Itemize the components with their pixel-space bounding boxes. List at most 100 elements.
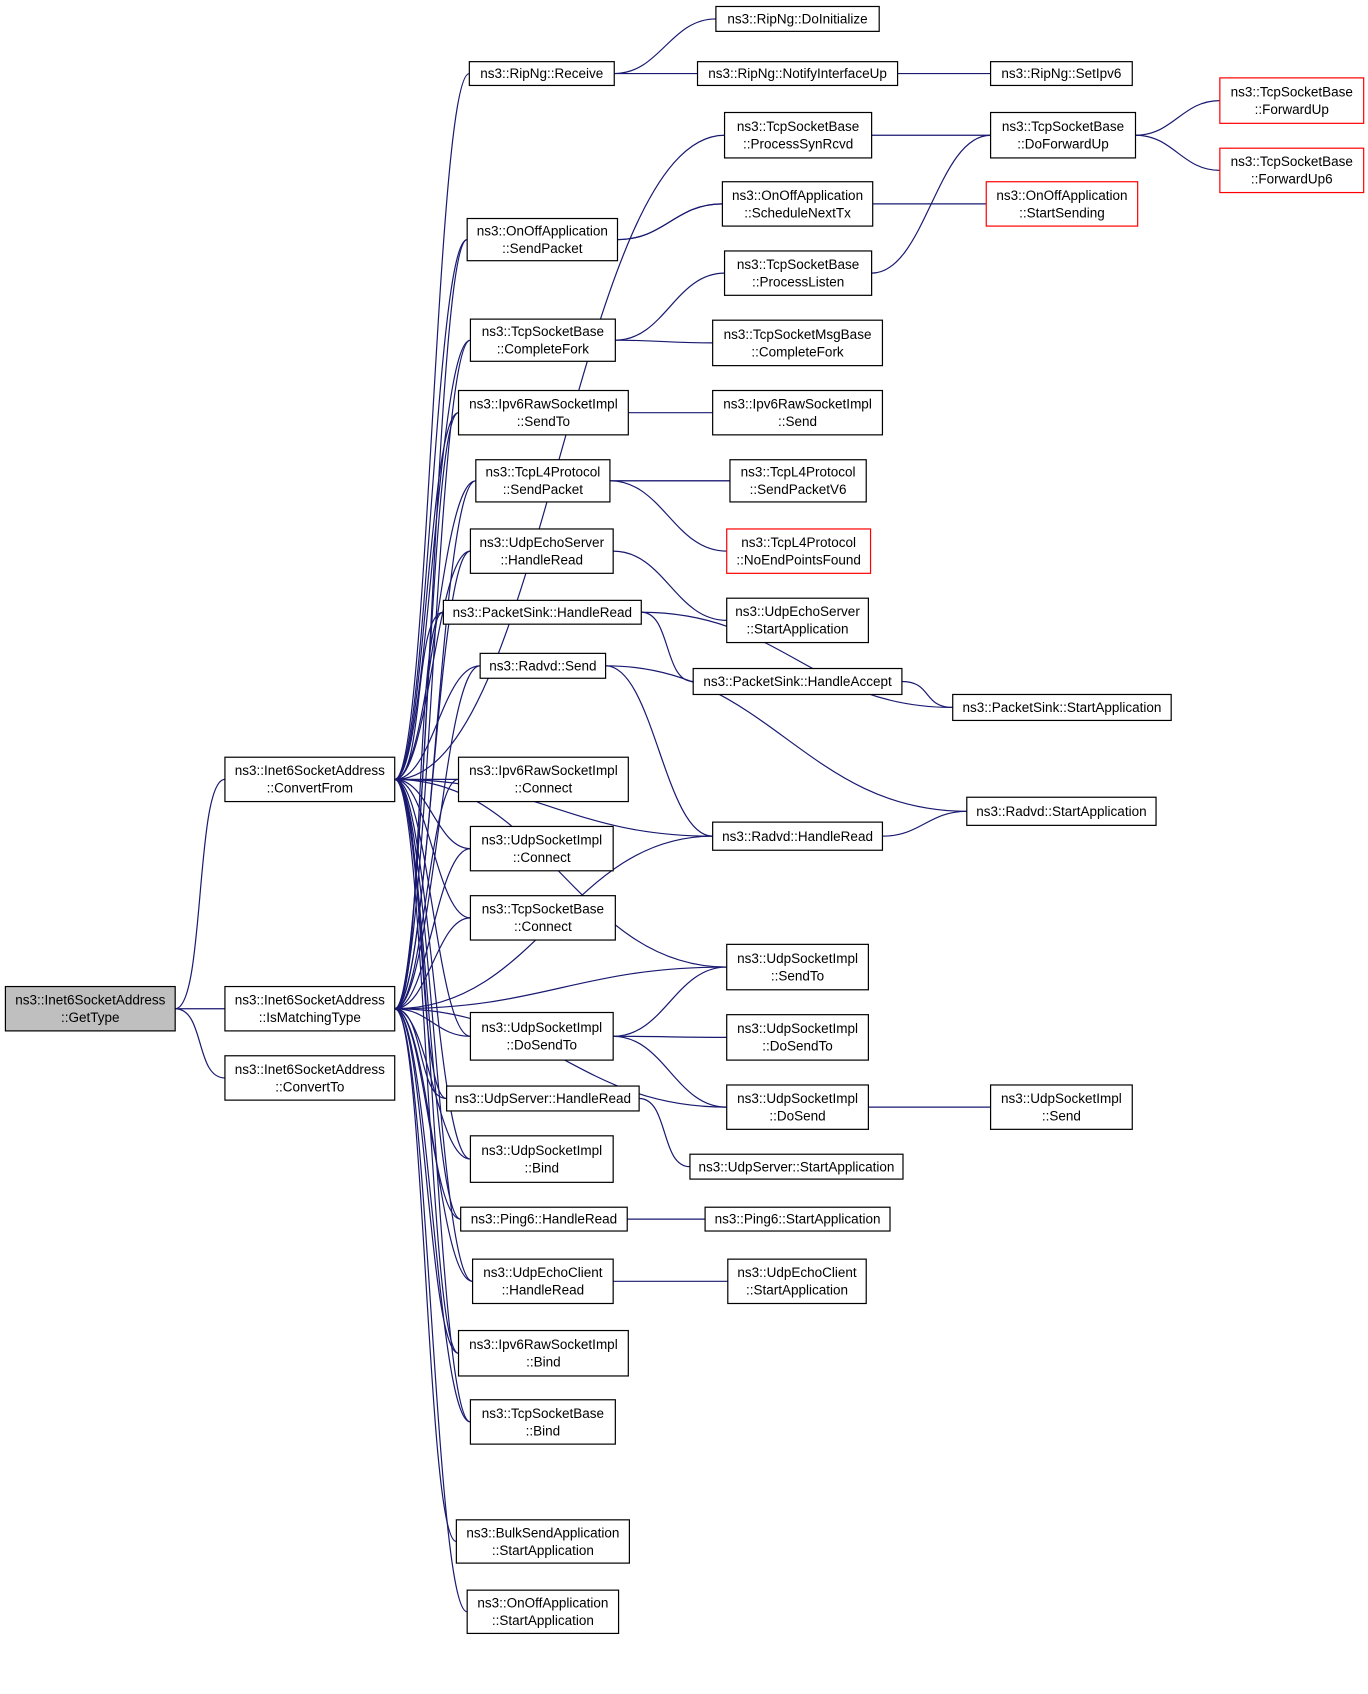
- node-ipv6raw-connect[interactable]: ns3::Ipv6RawSocketImpl::Connect: [457, 756, 629, 803]
- node-convertfrom[interactable]: ns3::Inet6SocketAddress::ConvertFrom: [224, 756, 396, 803]
- node-udpechoserver-start[interactable]: ns3::UdpEchoServer::StartApplication: [726, 597, 869, 644]
- node-onoff-start[interactable]: ns3::OnOffApplication::StartApplication: [466, 1589, 620, 1635]
- node-udpserver-handleread[interactable]: ns3::UdpServer::HandleRead: [446, 1085, 640, 1112]
- node-onoff-schedule[interactable]: ns3::OnOffApplication::ScheduleNextTx: [721, 181, 874, 227]
- edge-udpsocket-sendto-to-udpsocket-dosendto: [601, 966, 727, 1042]
- node-tcpl4-noendpoints[interactable]: ns3::TcpL4Protocol::NoEndPointsFound: [726, 528, 872, 574]
- node-label: ::DoSendTo: [507, 1038, 578, 1053]
- node-box: [446, 1085, 640, 1112]
- node-onoff-sendpacket[interactable]: ns3::OnOffApplication::SendPacket: [466, 217, 619, 262]
- node-packetsink-start[interactable]: ns3::PacketSink::StartApplication: [952, 693, 1172, 722]
- node-label: ns3::UdpEchoServer: [735, 604, 860, 619]
- node-udpsocket-connect[interactable]: ns3::UdpSocketImpl::Connect: [469, 825, 614, 872]
- node-tcp-bind[interactable]: ns3::TcpSocketBase::Bind: [469, 1399, 616, 1445]
- node-ripng-setipv6[interactable]: ns3::RipNg::SetIpv6: [989, 61, 1133, 87]
- edge-line: [613, 966, 727, 1037]
- node-convertto[interactable]: ns3::Inet6SocketAddress::ConvertTo: [224, 1055, 396, 1101]
- edge-line: [394, 778, 459, 1010]
- edge-line: [394, 1008, 471, 1423]
- node-label: ns3::RipNg::Receive: [480, 66, 603, 81]
- node-ripng-receive[interactable]: ns3::RipNg::Receive: [468, 61, 615, 87]
- edge-line: [882, 810, 967, 837]
- node-tcpl4-sendpacketv6[interactable]: ns3::TcpL4Protocol::SendPacketV6: [729, 459, 867, 503]
- node-ripng-doinit[interactable]: ns3::RipNg::DoInitialize: [715, 5, 880, 32]
- node-label: ns3::TcpSocketBase: [737, 257, 859, 272]
- node-label: ::ForwardUp6: [1251, 172, 1333, 187]
- edge-line: [615, 272, 725, 341]
- node-packetsink-accept[interactable]: ns3::PacketSink::HandleAccept: [692, 667, 903, 696]
- node-label: ::StartApplication: [747, 622, 849, 637]
- node-tcp-doforwardup[interactable]: ns3::TcpSocketBase::DoForwardUp: [989, 111, 1137, 159]
- node-tcpl4-sendpacket[interactable]: ns3::TcpL4Protocol::SendPacket: [475, 459, 611, 503]
- node-label: ::DoSend: [769, 1109, 825, 1124]
- node-label: ::Bind: [526, 1423, 561, 1438]
- node-label: ns3::TcpSocketBase: [482, 902, 604, 917]
- node-label: ::Bind: [526, 1355, 561, 1370]
- node-label: ns3::Ipv6RawSocketImpl: [469, 763, 618, 778]
- node-tcp-connect[interactable]: ns3::TcpSocketBase::Connect: [469, 895, 616, 941]
- node-label: ns3::UdpEchoServer: [480, 535, 605, 550]
- node-gettype[interactable]: ns3::Inet6SocketAddress::GetType: [4, 985, 176, 1032]
- node-ripng-notify[interactable]: ns3::RipNg::NotifyInterfaceUp: [696, 61, 899, 87]
- node-udpsocket-bind[interactable]: ns3::UdpSocketImpl::Bind: [469, 1135, 614, 1183]
- node-udpserver-start[interactable]: ns3::UdpServer::StartApplication: [689, 1153, 904, 1180]
- node-ipv6raw-bind[interactable]: ns3::Ipv6RawSocketImpl::Bind: [457, 1329, 629, 1377]
- edge-convertfrom-to-gettype: [163, 778, 226, 1014]
- node-radvd-send[interactable]: ns3::Radvd::Send: [479, 652, 607, 679]
- node-udpsocket-dosendto2[interactable]: ns3::UdpSocketImpl::DoSendTo: [726, 1014, 869, 1061]
- node-ismatching[interactable]: ns3::Inet6SocketAddress::IsMatchingType: [224, 985, 396, 1032]
- node-radvd-start[interactable]: ns3::Radvd::StartApplication: [966, 796, 1157, 826]
- node-tcp-completefork[interactable]: ns3::TcpSocketBase::CompleteFork: [469, 318, 616, 362]
- node-label: ns3::UdpSocketImpl: [737, 951, 858, 966]
- node-udpechoclient-start[interactable]: ns3::UdpEchoClient::StartApplication: [727, 1258, 867, 1305]
- edge-ipv6raw-send-to-ipv6raw-sendto: [616, 407, 713, 418]
- node-box: [469, 1399, 616, 1445]
- node-udpsocket-send[interactable]: ns3::UdpSocketImpl::Send: [989, 1084, 1133, 1130]
- nodes-layer: ns3::Inet6SocketAddress::GetTypens3::Ine…: [4, 5, 1365, 1635]
- node-label: ::IsMatchingType: [259, 1010, 361, 1025]
- node-label: ns3::Inet6SocketAddress: [235, 763, 385, 778]
- node-box: [4, 985, 176, 1032]
- node-label: ::GetType: [61, 1010, 120, 1025]
- node-udpsocket-sendto[interactable]: ns3::UdpSocketImpl::SendTo: [726, 943, 869, 991]
- edge-radvd-start-to-radvd-handleread: [870, 810, 967, 842]
- node-box: [712, 319, 884, 367]
- edge-line: [641, 611, 953, 709]
- node-label: ns3::TcpSocketBase: [737, 119, 859, 134]
- edge-line: [394, 778, 473, 1282]
- edge-line: [394, 339, 471, 780]
- node-tcp-processsynrcvd[interactable]: ns3::TcpSocketBase::ProcessSynRcvd: [723, 111, 873, 159]
- node-ipv6raw-send[interactable]: ns3::Ipv6RawSocketImpl::Send: [712, 389, 884, 436]
- edge-line: [394, 778, 727, 968]
- node-onoff-startsending[interactable]: ns3::OnOffApplication::StartSending: [985, 181, 1139, 227]
- node-ping6-handleread[interactable]: ns3::Ping6::HandleRead: [460, 1206, 628, 1232]
- node-udpsocket-dosendto[interactable]: ns3::UdpSocketImpl::DoSendTo: [469, 1011, 614, 1061]
- node-radvd-handleread[interactable]: ns3::Radvd::HandleRead: [712, 821, 884, 851]
- node-tcp-processlisten[interactable]: ns3::TcpSocketBase::ProcessListen: [723, 250, 873, 296]
- node-ping6-start[interactable]: ns3::Ping6::StartApplication: [704, 1206, 891, 1232]
- edge-tcp-doforwardup-to-tcp-processlisten: [860, 134, 991, 279]
- edge-line: [394, 966, 727, 1010]
- node-tcpmsg-completefork[interactable]: ns3::TcpSocketMsgBase::CompleteFork: [712, 319, 884, 367]
- edge-onoff-schedule-to-onoff-sendpacket: [605, 203, 723, 245]
- node-udpechoserver-handleread[interactable]: ns3::UdpEchoServer::HandleRead: [469, 528, 614, 574]
- node-tcp-forwardup6[interactable]: ns3::TcpSocketBase::ForwardUp6: [1219, 147, 1365, 194]
- node-bulksend-start[interactable]: ns3::BulkSendApplication::StartApplicati…: [455, 1519, 630, 1564]
- edge-tcpl4-sendpacketv6-to-tcpl4-sendpacket: [598, 475, 730, 487]
- node-box: [475, 459, 611, 503]
- node-box: [1219, 147, 1365, 194]
- node-ipv6raw-sendto[interactable]: ns3::Ipv6RawSocketImpl::SendTo: [457, 389, 629, 436]
- node-label: ::ProcessListen: [752, 274, 844, 289]
- node-label: ::ProcessSynRcvd: [743, 137, 853, 152]
- node-label: ns3::RipNg::DoInitialize: [727, 12, 867, 27]
- node-label: ns3::RipNg::NotifyInterfaceUp: [708, 66, 887, 81]
- node-label: ns3::Inet6SocketAddress: [235, 1062, 385, 1077]
- node-tcp-forwardup[interactable]: ns3::TcpSocketBase::ForwardUp: [1219, 77, 1365, 124]
- node-packetsink-handleread[interactable]: ns3::PacketSink::HandleRead: [442, 599, 642, 625]
- node-udpsocket-dosend[interactable]: ns3::UdpSocketImpl::DoSend: [726, 1084, 869, 1130]
- edge-ripng-setipv6-to-ripng-notify: [886, 68, 991, 79]
- node-label: ::SendPacket: [503, 482, 584, 497]
- edge-onoff-startsending-to-onoff-schedule: [861, 198, 987, 210]
- node-udpechoclient-handleread[interactable]: ns3::UdpEchoClient::HandleRead: [471, 1258, 614, 1305]
- edge-udpechoclient-start-to-udpechoclient-handleread: [601, 1276, 728, 1287]
